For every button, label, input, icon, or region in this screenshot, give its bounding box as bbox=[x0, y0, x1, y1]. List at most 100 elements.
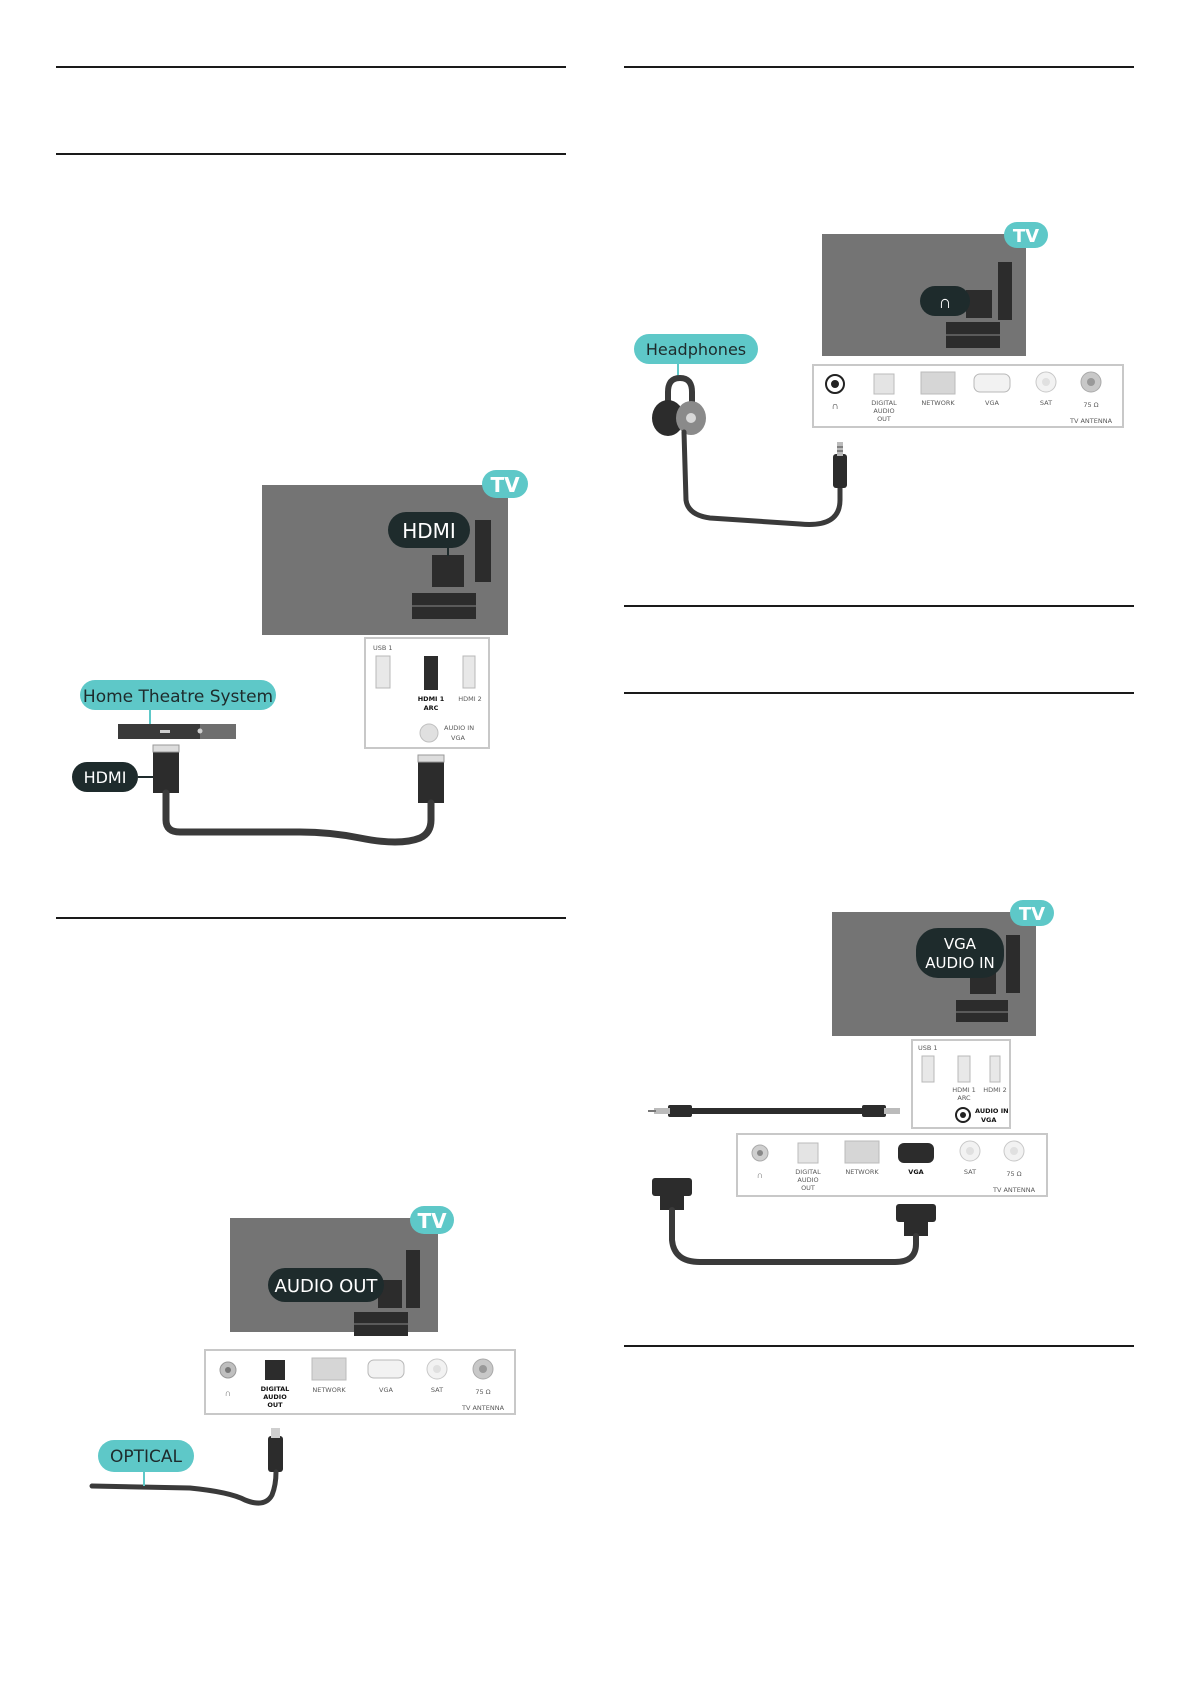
hdmi1-port-icon bbox=[957, 1055, 971, 1083]
hdmi-plug-left bbox=[153, 745, 179, 793]
cable-label-bg bbox=[98, 1440, 194, 1472]
svg-text:∩: ∩ bbox=[225, 1388, 231, 1398]
digital-label: DIGITAL bbox=[795, 1168, 821, 1176]
digital-audio-out-port-icon bbox=[873, 373, 895, 395]
digital-out-label: OUT bbox=[801, 1184, 815, 1192]
audio-plug-right bbox=[862, 1105, 886, 1117]
network-port-icon bbox=[311, 1357, 347, 1381]
section-rule-left-1 bbox=[56, 66, 566, 68]
tv-port-label-vga: VGA bbox=[944, 935, 977, 953]
cable-label: HDMI bbox=[84, 768, 127, 787]
vga-label: VGA bbox=[908, 1168, 923, 1176]
vga-plug-left bbox=[652, 1178, 692, 1196]
hdmi1-port-label: HDMI 1 bbox=[418, 695, 445, 703]
tv-badge: TV bbox=[490, 473, 520, 497]
hdmi2-port-icon bbox=[462, 655, 476, 689]
vga-diagram: VGA AUDIO IN TV USB 1 HDMI 1 ARC HDMI 2 … bbox=[648, 900, 1054, 1265]
tv-port-label-audio-in: AUDIO IN bbox=[925, 954, 994, 972]
hdmi1-port-label: HDMI 1 bbox=[952, 1086, 976, 1094]
bottom-port-panel bbox=[204, 1349, 516, 1415]
hdmi1-arc-label: ARC bbox=[424, 704, 439, 712]
network-port-icon bbox=[844, 1140, 880, 1164]
antenna-label: TV ANTENNA bbox=[992, 1186, 1036, 1194]
audio-in-vga-label: VGA bbox=[981, 1116, 996, 1124]
antenna-ohm-label: 75 Ω bbox=[475, 1388, 490, 1396]
sat-label: SAT bbox=[431, 1386, 443, 1394]
audio-in-port-icon bbox=[419, 723, 439, 743]
hdmi2-port-label: HDMI 2 bbox=[458, 695, 482, 703]
section-rule-left-2 bbox=[56, 153, 566, 155]
digital-audio-label: AUDIO bbox=[873, 407, 894, 415]
network-label: NETWORK bbox=[845, 1168, 879, 1176]
vga-port-icon bbox=[898, 1143, 934, 1163]
usb-port-icon bbox=[375, 655, 391, 689]
section-rule-right-2 bbox=[624, 605, 1134, 607]
digital-audio-label: AUDIO bbox=[263, 1393, 287, 1401]
tv-port-block bbox=[432, 555, 464, 587]
headphone-port-label-bg bbox=[920, 286, 970, 316]
section-rule-right-4 bbox=[624, 1345, 1134, 1347]
hdmi2-port-icon bbox=[989, 1055, 1001, 1083]
vga-port-icon bbox=[367, 1359, 405, 1379]
hdmi-plug-right bbox=[418, 755, 444, 803]
hdmi1-port-icon bbox=[424, 656, 438, 690]
vga-cable bbox=[669, 1207, 919, 1265]
tv-badge: TV bbox=[417, 1209, 447, 1233]
digital-out-label: OUT bbox=[267, 1401, 283, 1409]
tv-port-stick bbox=[475, 520, 491, 582]
headphones-diagram: ∩ TV ∩ DIGITAL AUDIO OUT NETWORK VGA SAT… bbox=[634, 222, 1124, 527]
vga-plug-right bbox=[896, 1204, 936, 1222]
device-label-bg bbox=[80, 680, 276, 710]
svg-text:∩: ∩ bbox=[757, 1170, 763, 1180]
audio-in-label: AUDIO IN bbox=[444, 724, 474, 732]
cable-label: OPTICAL bbox=[110, 1447, 183, 1467]
network-port-icon bbox=[920, 371, 956, 395]
tv-badge: TV bbox=[1019, 904, 1045, 925]
antenna-label: TV ANTENNA bbox=[461, 1404, 505, 1412]
usb-port-label: USB 1 bbox=[918, 1044, 938, 1052]
hdmi2-port-label: HDMI 2 bbox=[983, 1086, 1007, 1094]
bottom-port-panel bbox=[812, 364, 1124, 428]
tv-port-label-bg bbox=[268, 1268, 384, 1302]
hdmi-arc-diagram: HDMI TV USB 1 HDMI 1 ARC HDMI 2 AUDIO IN… bbox=[72, 470, 528, 846]
headphones-cable bbox=[681, 429, 843, 527]
network-label: NETWORK bbox=[312, 1386, 346, 1394]
headphone-plug bbox=[833, 454, 847, 488]
tv-port-label: HDMI bbox=[402, 519, 456, 543]
tv-badge-bg bbox=[1004, 222, 1048, 248]
section-rule-right-1 bbox=[624, 66, 1134, 68]
tv-port-label-bg bbox=[916, 928, 1004, 978]
hdmi1-arc-label: ARC bbox=[957, 1094, 971, 1102]
tv-badge-bg bbox=[482, 470, 528, 498]
digital-audio-label: AUDIO bbox=[797, 1176, 818, 1184]
antenna-ohm-label: 75 Ω bbox=[1083, 401, 1098, 409]
cable-label-bg bbox=[72, 762, 138, 792]
tv-port-label-bg bbox=[388, 512, 470, 548]
device-label-bg bbox=[634, 334, 758, 364]
digital-audio-out-port-icon bbox=[265, 1360, 285, 1380]
vga-port-icon bbox=[973, 373, 1011, 393]
bottom-port-panel bbox=[736, 1133, 1048, 1197]
optical-diagram: AUDIO OUT TV ∩ DIGITAL AUDIO OUT NETWORK… bbox=[89, 1206, 516, 1506]
sat-label: SAT bbox=[964, 1168, 976, 1176]
section-rule-left-3 bbox=[56, 917, 566, 919]
vga-label: VGA bbox=[379, 1386, 393, 1394]
section-rule-right-3 bbox=[624, 692, 1134, 694]
headphones-left-cup bbox=[652, 400, 684, 436]
digital-label: DIGITAL bbox=[871, 399, 897, 407]
network-label: NETWORK bbox=[921, 399, 955, 407]
antenna-ohm-label: 75 Ω bbox=[1006, 1170, 1021, 1178]
tv-badge-bg bbox=[410, 1206, 454, 1234]
device-label: Headphones bbox=[646, 340, 746, 359]
headphones-band bbox=[665, 374, 695, 406]
hdmi-cable bbox=[162, 789, 435, 846]
tv-badge-bg bbox=[1010, 900, 1054, 926]
svg-text:∩: ∩ bbox=[831, 401, 838, 412]
audio-plug-left bbox=[668, 1105, 692, 1117]
digital-out-label: OUT bbox=[877, 415, 891, 423]
usb-port-label: USB 1 bbox=[373, 644, 393, 652]
headphone-port-icon: ∩ bbox=[939, 292, 952, 312]
digital-label: DIGITAL bbox=[261, 1385, 290, 1393]
usb-port-icon bbox=[921, 1055, 935, 1083]
vga-label: VGA bbox=[985, 399, 999, 407]
